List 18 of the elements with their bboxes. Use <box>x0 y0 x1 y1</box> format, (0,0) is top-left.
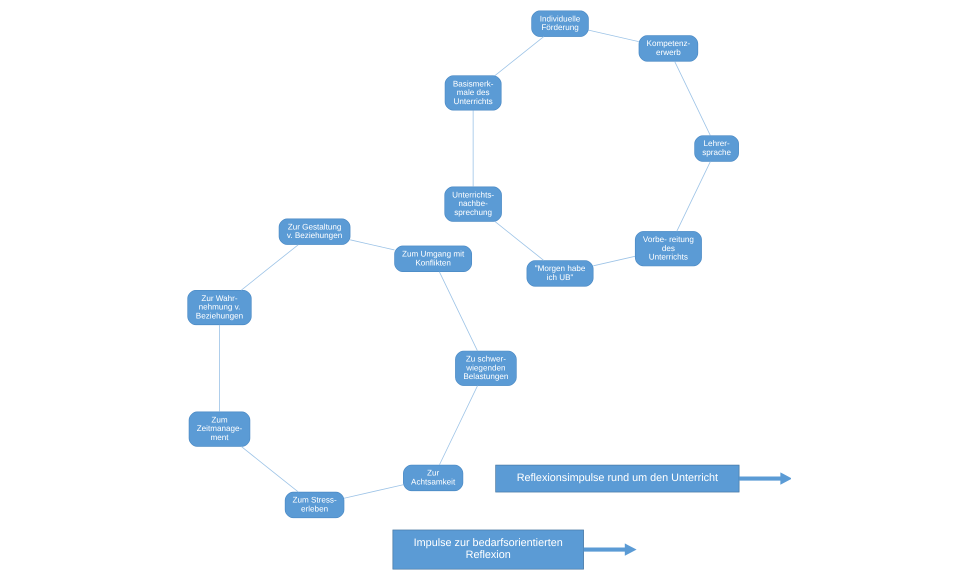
node-box: Reflexionsimpulse rund um den Unterricht <box>494 464 739 492</box>
connector <box>343 484 404 499</box>
connector <box>438 385 478 466</box>
connector <box>494 220 544 261</box>
connector <box>240 244 298 291</box>
connector <box>472 110 474 188</box>
connector <box>349 239 394 250</box>
connector <box>240 446 298 492</box>
node-box: Impulse zur bedarfsorientierten Reflexion <box>392 530 584 570</box>
connector <box>588 30 639 42</box>
arrow <box>738 472 790 485</box>
connector <box>494 36 544 76</box>
connector <box>674 60 710 136</box>
connector <box>438 271 478 352</box>
arrow <box>583 543 636 556</box>
connector <box>676 161 710 232</box>
connector <box>218 324 220 412</box>
connector <box>592 256 635 266</box>
